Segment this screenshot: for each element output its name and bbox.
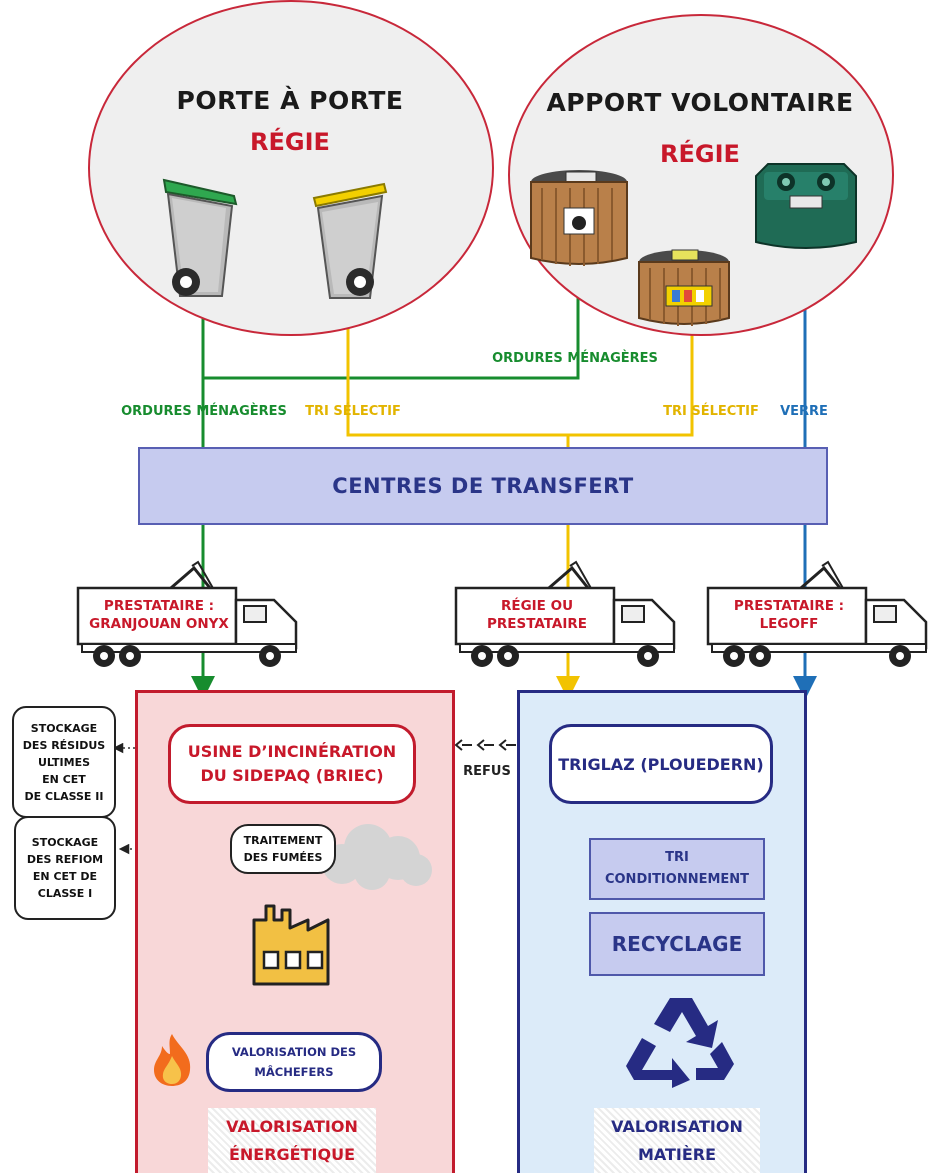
household-waste-label-right: ORDURES MÉNAGÈRES bbox=[492, 351, 658, 366]
sorting-label-right: TRI SÉLECTIF bbox=[663, 404, 759, 419]
incineration-plant-line1: USINE D’INCINÉRATION bbox=[187, 742, 397, 761]
residues-line2: DES RÉSIDUS bbox=[22, 738, 106, 752]
triglaz-site-box: TRIGLAZ (PLOUEDERN) bbox=[549, 724, 773, 804]
truck-right-label: PRESTATAIRE : LEGOFF bbox=[710, 597, 868, 633]
residues-line4: EN CET bbox=[42, 772, 86, 786]
refiom-line1: STOCKAGE bbox=[31, 836, 99, 849]
refiom-line4: CLASSE I bbox=[37, 887, 93, 900]
smoke-treatment-box: TRAITEMENT DES FUMÉES bbox=[230, 824, 336, 874]
fire-icon bbox=[154, 1034, 191, 1086]
truck-right-line2: LEGOFF bbox=[759, 616, 819, 632]
door-to-door-operator: RÉGIE bbox=[250, 128, 330, 156]
triglaz-site-label: TRIGLAZ (PLOUEDERN) bbox=[558, 754, 764, 774]
voluntary-drop-title: APPORT VOLONTAIRE bbox=[546, 88, 854, 117]
door-to-door-circle bbox=[88, 0, 494, 336]
residues-line5: DE CLASSE II bbox=[24, 789, 104, 803]
truck-left-line1: PRESTATAIRE : bbox=[103, 598, 215, 614]
energy-footer-line1: VALORISATION bbox=[226, 1116, 358, 1136]
yellow-lid-bin-icon bbox=[312, 182, 388, 299]
bottom-ash-line1: VALORISATION DES bbox=[231, 1045, 357, 1059]
incineration-plant-line2: DU SIDEPAQ (BRIEC) bbox=[200, 766, 384, 785]
residues-storage-box-visible: STOCKAGE DES RÉSIDUS ULTIMES EN CET DE CLASS… bbox=[12, 706, 116, 818]
sorting-label-left: TRI SÉLECTIF bbox=[305, 404, 401, 419]
recycling-box: RECYCLAGE bbox=[589, 912, 765, 976]
collection-truck-icon bbox=[706, 560, 928, 667]
transfer-center-label: CENTRES DE TRANSFERT bbox=[332, 474, 634, 498]
recycling-label: RECYCLAGE bbox=[611, 932, 743, 956]
truck-middle-line1: RÉGIE OU bbox=[500, 598, 574, 614]
collection-truck-icon bbox=[454, 560, 676, 667]
sorting-packaging-box: TRI CONDITIONNEMENT bbox=[589, 838, 765, 900]
refus-label: REFUS bbox=[463, 764, 511, 779]
energy-footer-line2: ÉNERGÉTIQUE bbox=[228, 1144, 355, 1164]
bottom-ash-recovery-box: VALORISATION DES MÂCHEFERS bbox=[206, 1032, 382, 1092]
sorting-packaging-line1: TRI bbox=[665, 850, 689, 865]
smoke-treatment-line1: TRAITEMENT bbox=[243, 834, 323, 847]
material-footer-line1: VALORISATION bbox=[611, 1116, 743, 1136]
collection-truck-icon bbox=[76, 560, 298, 667]
material-recovery-footer: VALORISATION MATIÈRE bbox=[594, 1108, 760, 1173]
refiom-storage-box: STOCKAGE DES REFIOM EN CET DE CLASSE I bbox=[14, 816, 116, 920]
smoke-cloud-icon bbox=[322, 824, 432, 890]
door-to-door-title: PORTE À PORTE bbox=[176, 86, 404, 115]
glass-label: VERRE bbox=[780, 404, 828, 419]
residues-line1: STOCKAGE bbox=[30, 721, 98, 735]
refiom-line3: EN CET DE bbox=[32, 870, 98, 883]
green-lid-bin-icon bbox=[162, 178, 238, 297]
sorting-packaging-line2: CONDITIONNEMENT bbox=[604, 872, 750, 887]
voluntary-drop-operator: RÉGIE bbox=[660, 140, 740, 168]
smoke-treatment-line2: DES FUMÉES bbox=[243, 851, 323, 864]
household-waste-container-icon bbox=[530, 170, 628, 266]
glass-container-icon bbox=[755, 163, 857, 249]
bottom-ash-line2: MÂCHEFERS bbox=[254, 1065, 334, 1079]
material-footer-line2: MATIÈRE bbox=[637, 1144, 717, 1164]
truck-left-label: PRESTATAIRE : GRANJOUAN ONYX bbox=[80, 597, 238, 633]
truck-middle-label: RÉGIE OU PRESTATAIRE bbox=[458, 597, 616, 633]
truck-left-line2: GRANJOUAN ONYX bbox=[89, 616, 229, 632]
energy-recovery-footer: VALORISATION ÉNERGÉTIQUE bbox=[208, 1108, 376, 1173]
truck-middle-line2: PRESTATAIRE bbox=[486, 616, 588, 632]
refiom-line2: DES REFIOM bbox=[26, 853, 104, 866]
refus-arrows bbox=[454, 739, 516, 751]
recycle-icon bbox=[626, 998, 734, 1088]
factory-icon bbox=[252, 904, 330, 986]
incineration-plant-box: USINE D’INCINÉRATION DU SIDEPAQ (BRIEC) bbox=[168, 724, 416, 804]
household-waste-label-left: ORDURES MÉNAGÈRES bbox=[121, 404, 287, 419]
transfer-center-box: CENTRES DE TRANSFERT bbox=[138, 447, 828, 525]
residues-line3: ULTIMES bbox=[37, 755, 91, 769]
truck-right-line1: PRESTATAIRE : bbox=[733, 598, 845, 614]
sorting-container-icon bbox=[638, 249, 730, 326]
